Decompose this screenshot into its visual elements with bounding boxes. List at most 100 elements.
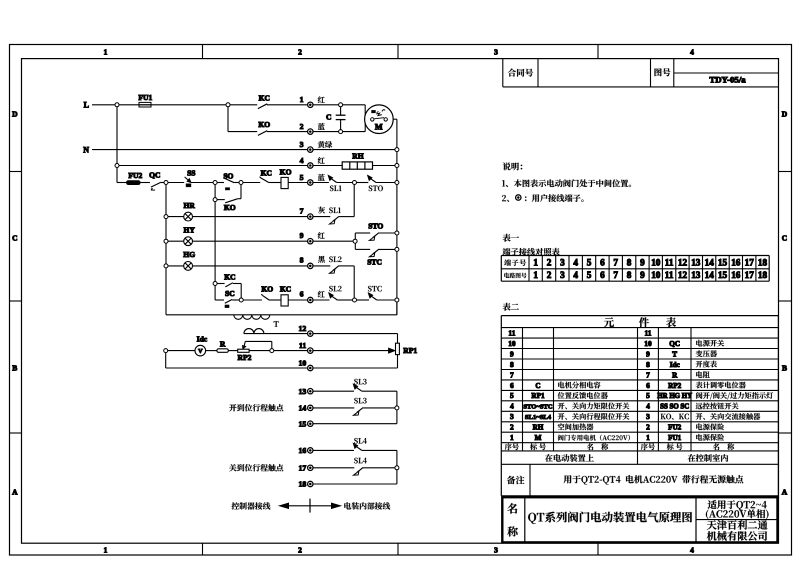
svg-text:1: 1 [104,546,108,555]
svg-text:C: C [326,112,331,121]
svg-text:11: 11 [665,258,674,268]
svg-text:6: 6 [300,290,304,299]
svg-text:5: 5 [587,270,592,280]
svg-text:FU2: FU2 [668,424,682,432]
svg-text:M: M [375,122,383,131]
svg-text:3: 3 [494,546,498,555]
svg-text:1: 1 [104,48,108,57]
svg-text:4: 4 [300,156,304,165]
svg-text:9: 9 [300,231,304,240]
svg-text:HG: HG [183,250,195,259]
svg-text:8: 8 [627,258,632,268]
svg-text:11: 11 [508,328,515,337]
svg-text:Idc: Idc [197,334,208,343]
svg-text:4: 4 [690,48,694,57]
svg-text:KO: KO [224,203,236,212]
svg-text:9: 9 [510,349,514,358]
svg-text:6: 6 [646,381,650,390]
svg-text:10: 10 [651,270,661,280]
svg-text:2: 2 [510,423,514,432]
svg-text:KC: KC [224,272,235,281]
svg-text:17: 17 [745,270,755,280]
svg-text:11: 11 [665,270,674,280]
svg-text:5: 5 [646,391,650,400]
svg-text:SL1~SL4: SL1~SL4 [525,414,552,421]
svg-text:SO: SO [223,172,233,181]
svg-text:3: 3 [494,48,498,57]
svg-text:7: 7 [646,370,650,379]
svg-text:V: V [198,348,203,355]
svg-text:T: T [672,350,677,358]
svg-text:RP1: RP1 [403,346,417,355]
svg-text:11: 11 [299,341,306,350]
svg-text:FU2: FU2 [128,171,142,180]
svg-text:B: B [12,364,17,373]
svg-text:RH: RH [352,151,363,160]
svg-text:3: 3 [300,140,304,149]
svg-text:TDY-05/a: TDY-05/a [709,75,746,85]
svg-text:KC: KC [259,93,270,102]
svg-text:5: 5 [300,173,304,182]
svg-text:8: 8 [300,255,304,264]
svg-text:18: 18 [758,258,768,268]
svg-text:18: 18 [758,270,768,280]
svg-text:16: 16 [731,270,741,280]
svg-text:RH: RH [533,424,544,432]
svg-text:17: 17 [745,258,755,268]
svg-text:C: C [535,382,540,390]
svg-text:10: 10 [651,258,661,268]
svg-text:KC: KC [261,169,272,178]
svg-text:7: 7 [510,370,514,379]
svg-text:QC: QC [149,171,160,180]
svg-text:KO: KO [258,120,270,129]
svg-text:KO: KO [280,168,292,177]
svg-text:HR: HR [184,201,196,210]
svg-text:13: 13 [691,270,701,280]
svg-text:16: 16 [731,258,741,268]
svg-text:L: L [84,101,89,110]
svg-text:1: 1 [510,433,514,442]
svg-text:FU1: FU1 [668,434,682,442]
svg-text:3: 3 [646,412,650,421]
svg-text:12: 12 [678,270,688,280]
svg-text:9: 9 [640,258,645,268]
svg-text:A: A [782,488,788,497]
svg-text:D: D [12,110,18,119]
svg-text:STO: STO [368,221,383,230]
svg-text:Idc: Idc [670,361,681,369]
svg-text:1: 1 [533,270,538,280]
svg-text:8: 8 [627,270,632,280]
svg-text:16: 16 [299,446,307,455]
svg-text:R: R [220,339,226,348]
svg-text:C: C [782,234,787,243]
svg-text:SS: SS [187,168,195,177]
svg-text:D: D [782,110,788,119]
svg-text:RP1: RP1 [531,392,545,400]
svg-text:18: 18 [299,480,307,489]
svg-text:SC: SC [225,289,235,298]
svg-text:12: 12 [678,258,688,268]
svg-text:3: 3 [510,412,514,421]
svg-text:SS SO SC: SS SO SC [660,404,689,411]
svg-text:HY: HY [184,226,196,235]
svg-text:KC: KC [280,285,291,294]
svg-text:KO: KO [261,285,273,294]
svg-text:9: 9 [646,349,650,358]
svg-text:4: 4 [690,546,694,555]
svg-text:10: 10 [299,358,307,367]
svg-text:4: 4 [573,270,578,280]
svg-text:4: 4 [646,402,650,411]
svg-text:17: 17 [299,464,307,473]
svg-text:3: 3 [560,270,565,280]
svg-text:RP2: RP2 [668,382,682,390]
svg-text:QC: QC [669,340,680,348]
svg-text:2: 2 [547,270,552,280]
svg-text:1: 1 [300,95,304,104]
svg-text:STC: STC [367,258,382,267]
svg-text:B: B [782,364,787,373]
svg-text:7: 7 [613,270,618,280]
svg-text:11: 11 [645,328,652,337]
svg-text:M: M [535,434,542,442]
svg-text:4: 4 [573,258,578,268]
svg-text:14: 14 [705,258,715,268]
